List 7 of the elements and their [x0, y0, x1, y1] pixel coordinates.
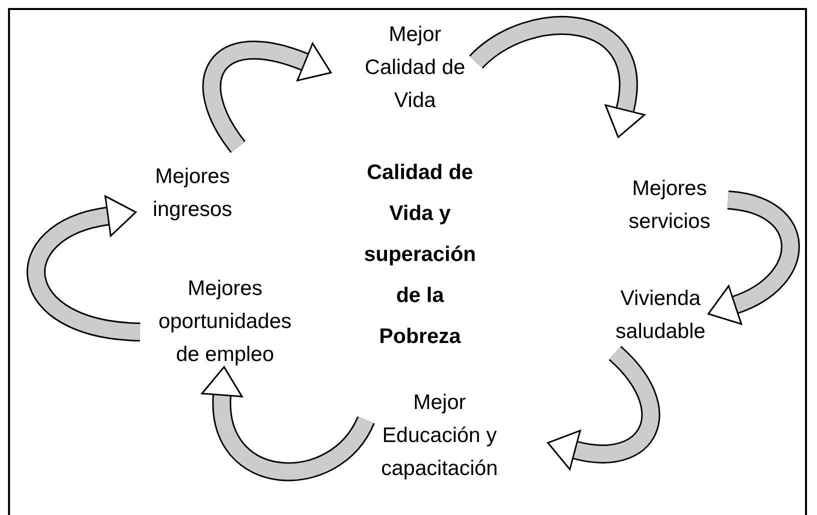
- center-title: Calidad de Vida y superación de la Pobreza: [362, 160, 478, 350]
- node-label: Mejores oportunidades de empleo: [157, 276, 293, 368]
- node-label: Mejores ingresos: [152, 164, 234, 223]
- node-label: Mejor Calidad de Vida: [364, 22, 466, 114]
- node-label: Mejor Educación y capacitación: [380, 390, 499, 482]
- node-label: Vivienda saludable: [614, 286, 706, 345]
- node-label: Mejores servicios: [628, 176, 712, 235]
